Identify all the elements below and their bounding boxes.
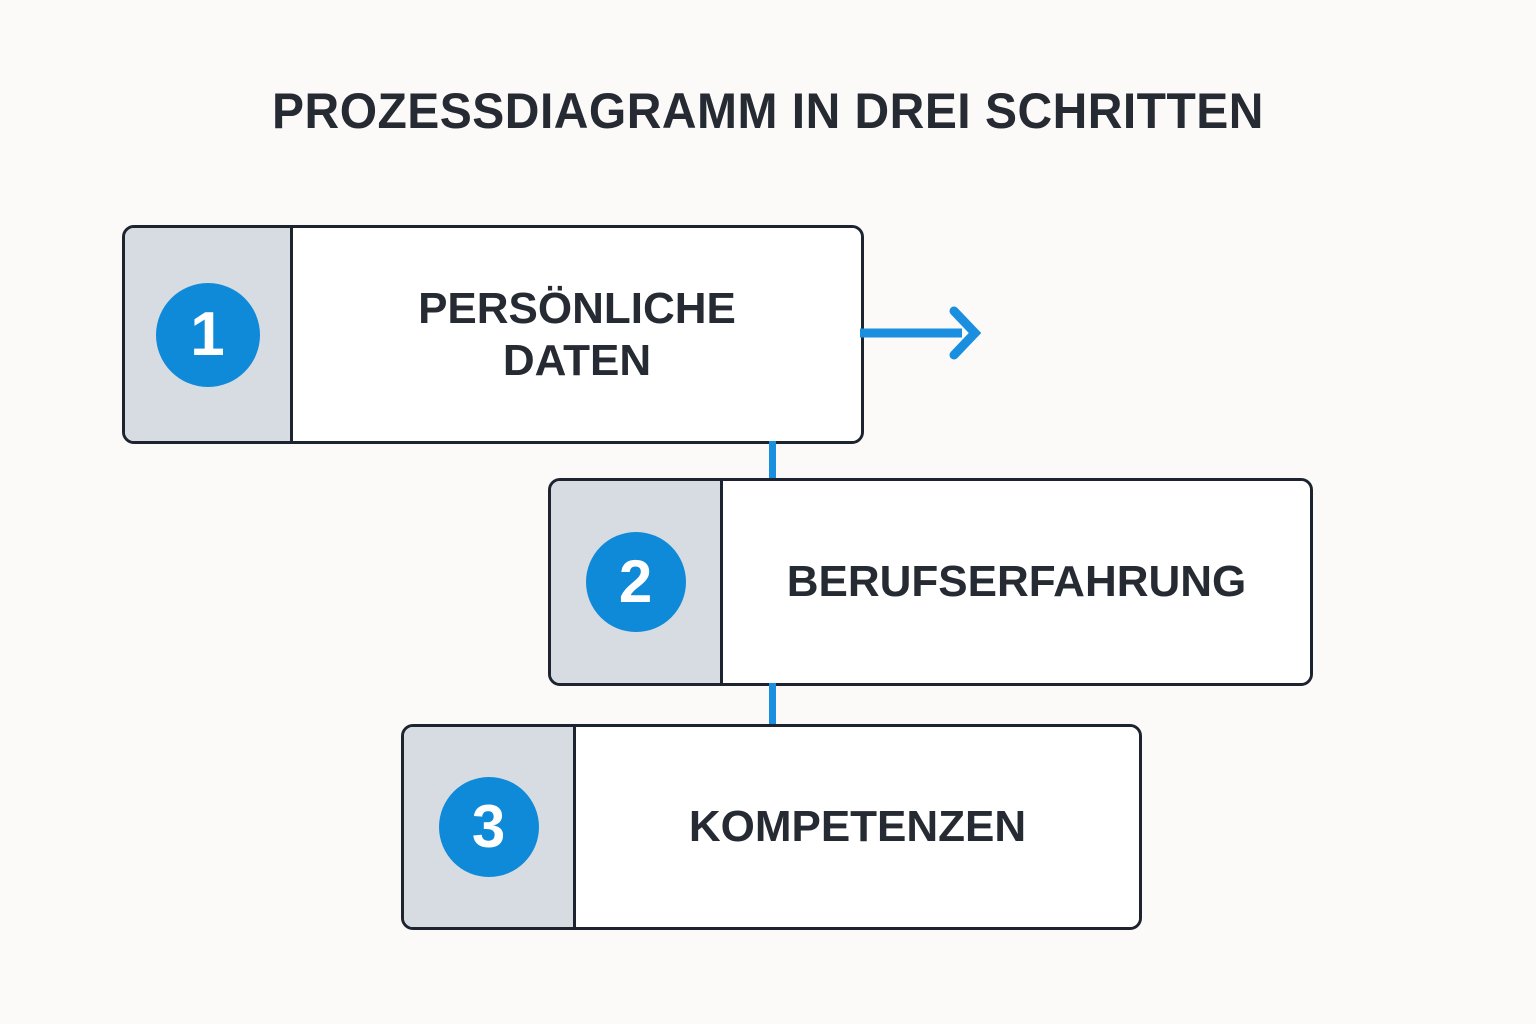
step-1-label: PERSÖNLICHE DATEN: [418, 283, 736, 387]
step-1-badge-panel: 1: [125, 228, 293, 441]
connector-step1-step2: [769, 441, 776, 481]
step-box-3[interactable]: 3 KOMPETENZEN: [401, 724, 1142, 930]
page-title: PROZESSDIAGRAMM IN DREI SCHRITTEN: [272, 83, 1264, 139]
step-1-label-area: PERSÖNLICHE DATEN: [293, 228, 861, 441]
step-3-badge-panel: 3: [404, 727, 576, 927]
step-3-label: KOMPETENZEN: [688, 802, 1027, 852]
step-3-number-badge: 3: [438, 777, 539, 877]
step-2-badge-panel: 2: [551, 481, 723, 683]
step-1-number-badge: 1: [155, 282, 260, 387]
step-3-label-area: KOMPETENZEN: [576, 727, 1139, 927]
connector-step2-step3: [769, 683, 776, 727]
step-1-label-line1: PERSÖNLICHE: [418, 283, 736, 333]
step-box-2[interactable]: 2 BERUFSERFAHRUNG: [548, 478, 1313, 686]
step-box-1[interactable]: 1 PERSÖNLICHE DATEN: [122, 225, 864, 444]
arrow-right-icon: [860, 306, 982, 360]
step-2-label-area: BERUFSERFAHRUNG: [723, 481, 1310, 683]
step-2-label: BERUFSERFAHRUNG: [786, 557, 1247, 607]
step-1-label-line2: DATEN: [502, 335, 652, 385]
step-2-number-badge: 2: [585, 532, 686, 632]
